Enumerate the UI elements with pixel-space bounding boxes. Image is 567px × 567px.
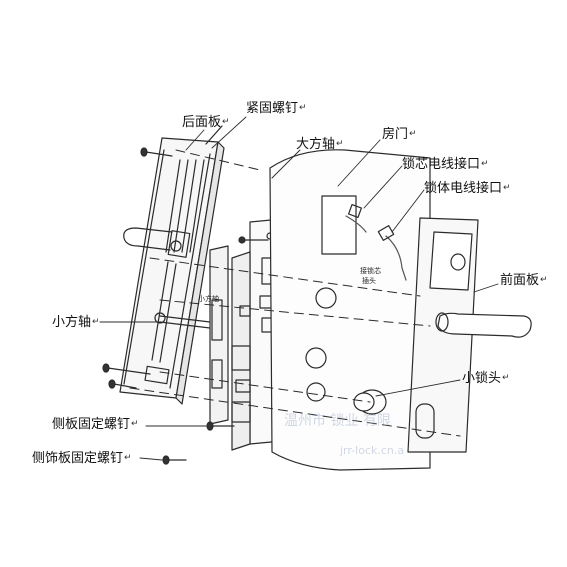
small-spindle-tag: 小方轴: [198, 295, 219, 303]
paragraph-mark: ↵: [222, 117, 230, 127]
label-text: 侧板固定螺钉: [52, 417, 131, 432]
label-small-lock-cylinder: 小锁头↵: [462, 370, 510, 387]
paragraph-mark: ↵: [124, 453, 132, 463]
watermark-line2: jrr-lock.cn.a: [340, 444, 405, 457]
watermark-line1: 温州市 锁业 有限: [284, 413, 391, 429]
label-body-wire-port: 锁体电线接口↵: [424, 180, 511, 197]
rear-panel: [102, 125, 225, 405]
small-spindle-shaft: [159, 315, 211, 329]
label-front-panel: 前面板↵: [500, 272, 548, 289]
paragraph-mark: ↵: [481, 159, 489, 169]
paragraph-mark: ↵: [502, 373, 510, 383]
label-text: 紧固螺钉: [246, 101, 299, 116]
paragraph-mark: ↵: [409, 129, 417, 139]
connector-tag-line2: 插头: [362, 277, 376, 285]
label-text: 后面板: [182, 115, 222, 130]
paragraph-mark: ↵: [336, 139, 344, 149]
label-small-square-spindle: 小方轴↵: [52, 314, 100, 331]
label-door: 房门↵: [382, 126, 417, 143]
side-screws: [162, 421, 235, 465]
label-text: 大方轴: [296, 137, 336, 152]
label-core-wire-port: 锁芯电线接口↵: [402, 156, 489, 173]
label-text: 前面板: [500, 273, 540, 288]
paragraph-mark: ↵: [299, 103, 307, 113]
label-side-plate-screw: 侧板固定螺钉↵: [52, 416, 139, 433]
paragraph-mark: ↵: [131, 419, 139, 429]
label-text: 锁体电线接口: [424, 181, 503, 196]
label-text: 房门: [382, 127, 409, 142]
label-large-square-spindle: 大方轴↵: [296, 136, 344, 153]
label-side-trim-screw: 侧饰板固定螺钉↵: [32, 450, 132, 467]
label-text: 锁芯电线接口: [402, 157, 481, 172]
label-rear-panel: 后面板↵: [182, 114, 230, 131]
paragraph-mark: ↵: [540, 275, 548, 285]
paragraph-mark: ↵: [92, 317, 100, 327]
label-fastening-screw: 紧固螺钉↵: [246, 100, 307, 117]
label-text: 侧饰板固定螺钉: [32, 451, 124, 466]
front-panel: [345, 203, 532, 453]
connector-tag-line1: 接锁芯: [360, 267, 381, 275]
paragraph-mark: ↵: [503, 183, 511, 193]
label-text: 小锁头: [462, 371, 502, 386]
label-text: 小方轴: [52, 315, 92, 330]
